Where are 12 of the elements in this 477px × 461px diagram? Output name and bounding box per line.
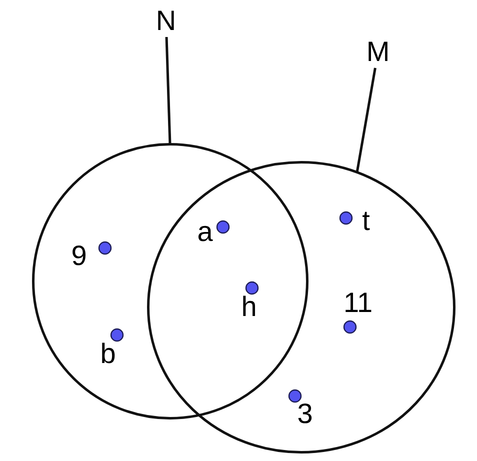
element-label: 3 (297, 400, 313, 428)
element-label: b (100, 340, 116, 368)
leader-line (356, 68, 376, 172)
set-label: N (156, 7, 176, 35)
element-label: h (241, 293, 257, 321)
element-label: t (362, 207, 370, 235)
element-label: a (197, 218, 213, 246)
element-label: 9 (71, 242, 87, 270)
leader-line (165, 36, 172, 144)
set-circle (146, 160, 456, 454)
element-label: 11 (343, 289, 373, 317)
set-label: M (366, 38, 390, 66)
